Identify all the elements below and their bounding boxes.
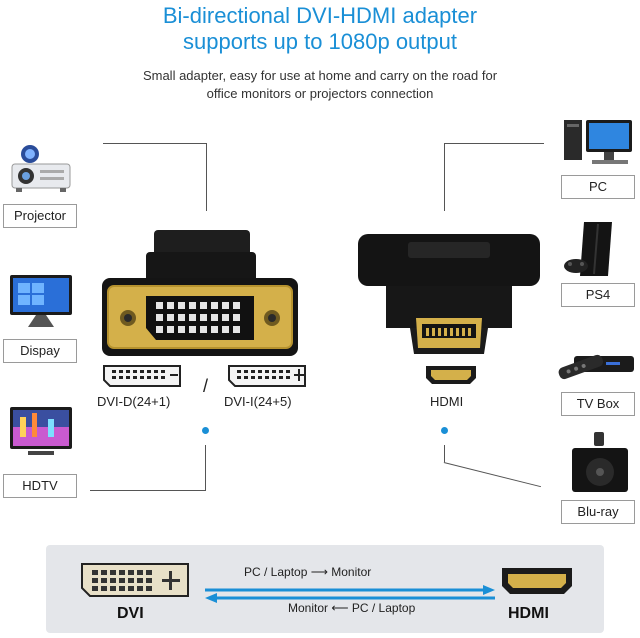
dvi-female-adapter-image	[100, 228, 300, 363]
bottom-label-hdmi: HDMI	[508, 605, 549, 622]
port-separator: /	[203, 376, 209, 396]
tv-box-icon	[556, 338, 636, 391]
hdmi-port-icon	[424, 364, 478, 391]
connector-line	[444, 143, 445, 211]
dvi-i-port-icon	[227, 364, 307, 393]
subtitle-line-1: Small adapter, easy for use at home and …	[142, 68, 498, 83]
arrow-right-icon	[205, 582, 495, 600]
connector-dot	[441, 427, 448, 434]
port-label-dvi-d: DVI-D(24+1)	[97, 394, 171, 409]
device-label-display: Dispay	[3, 339, 77, 363]
device-label-hdtv: HDTV	[3, 474, 77, 498]
connector-line	[444, 445, 445, 462]
connector-line	[443, 462, 542, 488]
hdmi-port-large-icon	[500, 566, 574, 601]
projector-icon	[8, 140, 74, 203]
flow-text-hdmi-to-dvi: Monitor ⟵ PC / Laptop	[288, 601, 416, 615]
game-console-icon	[562, 220, 634, 285]
arrow-left-icon	[205, 590, 495, 608]
port-label-dvi-i: DVI-I(24+5)	[224, 394, 292, 409]
flow-text-dvi-to-hdmi: PC / Laptop ⟶ Monitor	[244, 565, 372, 579]
tv-icon	[8, 405, 74, 468]
device-label-projector: Projector	[3, 204, 77, 228]
bottom-label-dvi: DVI	[117, 605, 144, 622]
connector-line	[206, 143, 207, 211]
hdmi-male-adapter-image	[356, 234, 542, 361]
device-label-blu-ray: Blu-ray	[561, 500, 635, 524]
title-line-2: supports up to 1080p output	[183, 29, 457, 54]
port-label-hdmi: HDMI	[430, 394, 464, 409]
monitor-icon	[8, 273, 74, 336]
device-label-pc: PC	[561, 175, 635, 199]
title-line-1: Bi-directional DVI-HDMI adapter	[162, 3, 478, 28]
dvi-port-icon	[80, 562, 190, 603]
connector-line	[444, 143, 544, 144]
desktop-pc-icon	[562, 116, 634, 173]
connector-line	[103, 143, 207, 144]
connector-dot	[202, 427, 209, 434]
subtitle-line-2: office monitors or projectors connection	[206, 86, 434, 101]
connector-line	[205, 445, 206, 491]
device-label-tv-box: TV Box	[561, 392, 635, 416]
dvi-d-port-icon	[102, 364, 182, 393]
device-label-ps4: PS4	[561, 283, 635, 307]
blu-ray-player-icon	[568, 430, 632, 501]
connector-line	[90, 490, 205, 491]
